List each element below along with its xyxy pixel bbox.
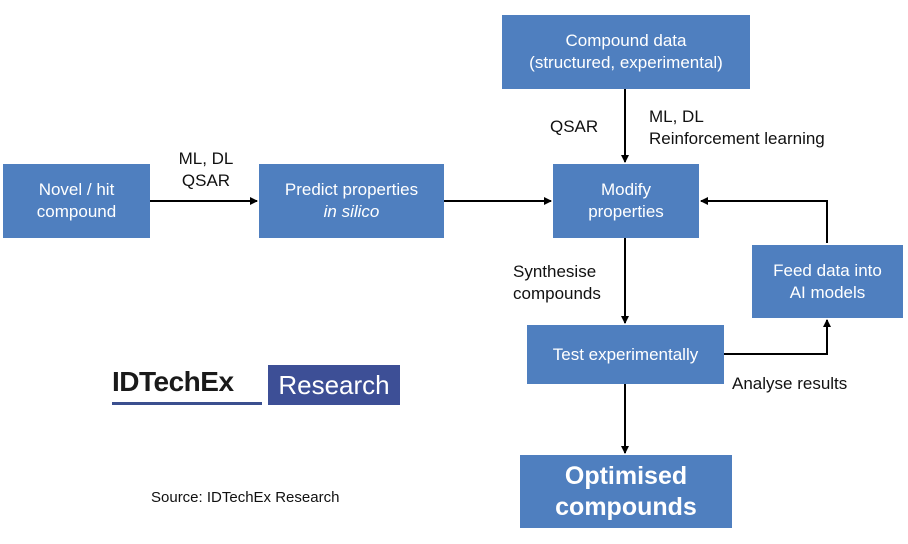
label-data-left: QSAR — [550, 116, 598, 138]
label-synthesise-line2: compounds — [513, 284, 601, 303]
test-experimentally-box: Test experimentally — [527, 325, 724, 384]
label-analyse: Analyse results — [732, 373, 847, 395]
arrow-test-to-feed — [724, 319, 831, 355]
feed-line2: AI models — [789, 282, 866, 302]
label-novel-to-predict: ML, DL QSAR — [162, 148, 250, 192]
compound-data-line2: (structured, experimental) — [529, 53, 723, 72]
label-analyse-line1: Analyse results — [732, 374, 848, 393]
label-synthesise-line1: Synthesise — [513, 262, 597, 281]
predict-line1: Predict properties — [284, 180, 419, 199]
modify-line2: properties — [588, 202, 664, 221]
logo-underline — [112, 402, 262, 405]
label-qsar: QSAR — [181, 171, 231, 190]
modify-line1: Modify — [600, 180, 652, 199]
predict-properties-box: Predict properties in silico — [259, 164, 444, 238]
feed-data-box: Feed data into AI models — [752, 245, 903, 318]
label-qsar-left: QSAR — [550, 117, 599, 136]
idtechex-logo-tag: Research — [268, 365, 400, 405]
novel-hit-line2: compound — [36, 202, 117, 221]
label-data-right: ML, DL Reinforcement learning — [649, 106, 825, 150]
novel-hit-box: Novel / hit compound — [3, 164, 150, 238]
modify-properties-box: Modify properties — [553, 164, 699, 238]
compound-data-line1: Compound data — [565, 31, 687, 50]
optimised-compounds-box: Optimised compounds — [520, 455, 732, 528]
label-reinforcement: Reinforcement learning — [649, 129, 825, 148]
novel-hit-line1: Novel / hit — [38, 180, 115, 199]
arrow-feed-to-modify — [700, 197, 828, 243]
label-ml-dl-right: ML, DL — [649, 107, 704, 126]
feed-line1: Feed data into — [773, 260, 882, 280]
optimised-line1: Optimised — [564, 461, 688, 490]
idtechex-logo-brand: IDTechEx — [112, 366, 234, 397]
optimised-line2: compounds — [555, 492, 697, 521]
compound-data-box: Compound data (structured, experimental) — [502, 15, 750, 89]
label-ml-dl: ML, DL — [178, 149, 234, 168]
test-line1: Test experimentally — [552, 344, 699, 364]
source-note: Source: IDTechEx Research — [151, 489, 340, 506]
label-synthesise: Synthesise compounds — [513, 261, 601, 305]
predict-line2: in silico — [323, 202, 380, 221]
